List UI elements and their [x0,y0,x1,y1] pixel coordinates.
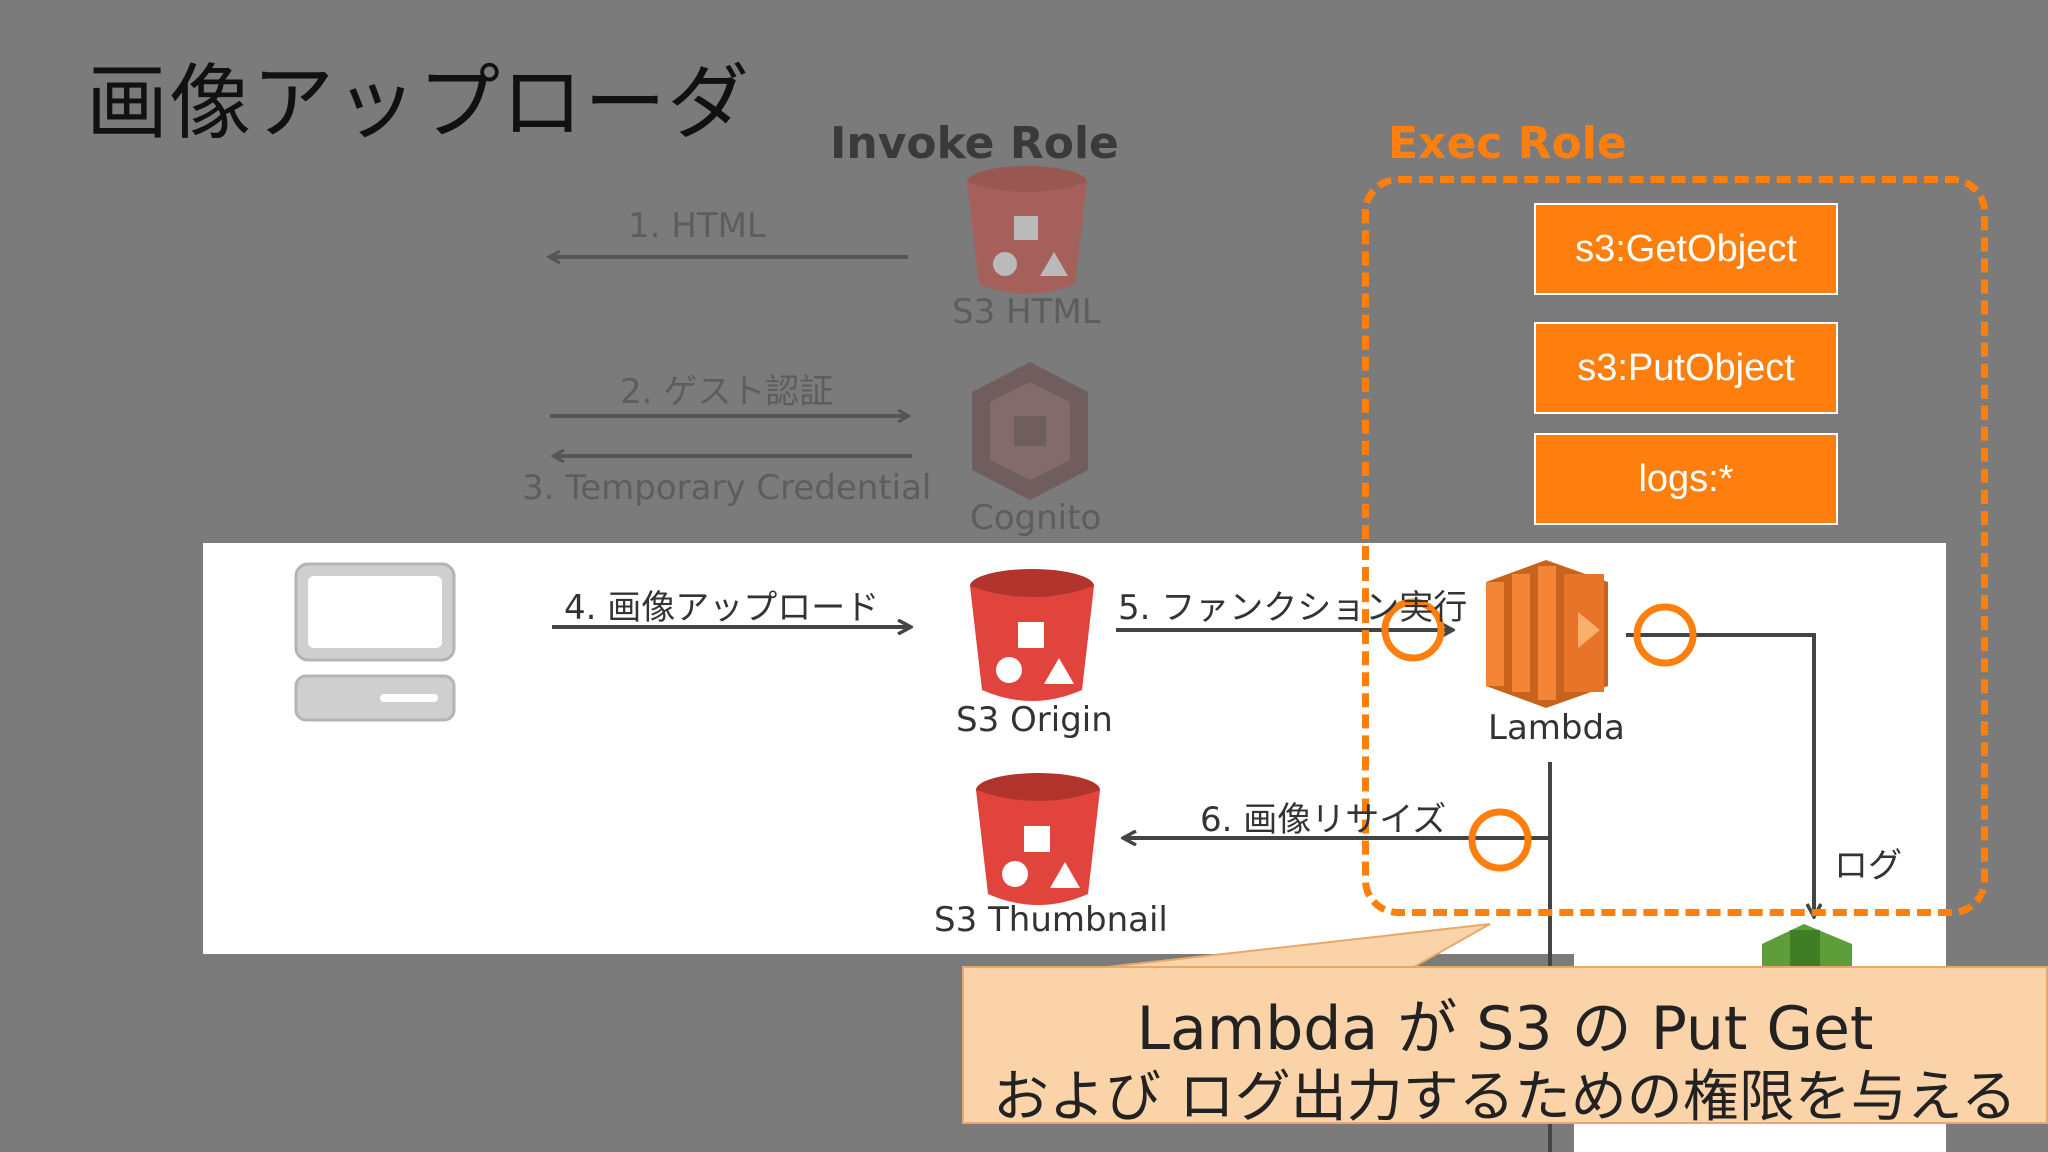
step3-label: 3. Temporary Credential [522,468,932,508]
s3-origin-bucket-icon [970,569,1094,701]
arrow-log [1626,633,1814,916]
slide-title: 画像アップローダ [86,56,751,151]
step2-label: 2. ゲスト認証 [620,372,834,412]
s3-thumbnail-label: S3 Thumbnail [934,900,1168,940]
invoke-role-title: Invoke Role [830,118,1119,169]
permission-s3-getobject: s3:GetObject [1534,203,1838,295]
s3-thumbnail-bucket-icon [976,773,1100,905]
step6-label: 6. 画像リサイズ [1200,800,1447,840]
permission-s3-putobject: s3:PutObject [1534,322,1838,414]
step5-label: 5. ファンクション実行 [1118,588,1468,628]
laptop-icon [294,562,456,722]
lambda-icon [1486,560,1608,708]
s3-html-bucket-icon [967,166,1087,294]
lambda-label: Lambda [1488,708,1625,748]
callout-line1: Lambda が S3 の Put Get [1136,994,1874,1064]
s3-origin-label: S3 Origin [956,700,1113,740]
highlight-circle-step5 [1381,598,1445,662]
highlight-circle-log [1633,603,1697,667]
cognito-label: Cognito [970,498,1102,538]
callout-line2: および ログ出力するための権限を与える [992,1065,2018,1130]
s3-html-label: S3 HTML [952,292,1101,332]
callout-box: Lambda が S3 の Put Get および ログ出力するための権限を与え… [962,966,2048,1130]
exec-role-region [1362,176,1988,916]
cloudwatch-icon [1762,924,1852,970]
exec-role-title: Exec Role [1388,118,1627,169]
highlight-circle-step6 [1468,808,1532,872]
permission-logs: logs:* [1534,433,1838,525]
cognito-icon [972,362,1088,500]
step4-label: 4. 画像アップロード [564,588,880,628]
log-label: ログ [1834,846,1902,886]
step1-label: 1. HTML [628,206,766,246]
